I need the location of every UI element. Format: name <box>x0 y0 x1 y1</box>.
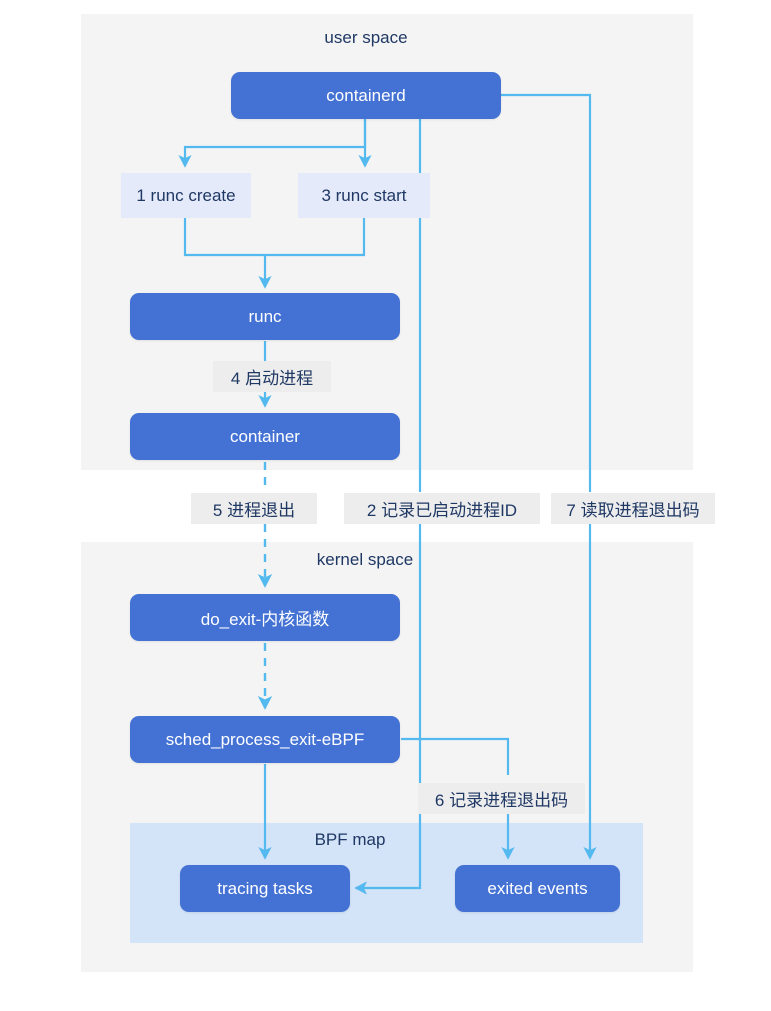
node-do-exit[interactable]: do_exit-内核函数 <box>130 594 400 641</box>
edge-label-step2: 2 记录已启动进程ID <box>344 493 540 524</box>
edge-label-step1: 1 runc create <box>121 173 251 218</box>
node-sched-process-exit[interactable]: sched_process_exit-eBPF <box>130 716 400 763</box>
user-space-title: user space <box>324 28 408 47</box>
edge-label-step3: 3 runc start <box>298 173 430 218</box>
bpf-map-title: BPF map <box>314 830 386 849</box>
edge-label-step4: 4 启动进程 <box>213 361 331 392</box>
node-exited-events[interactable]: exited events <box>455 865 620 912</box>
edge-label-step5: 5 进程退出 <box>191 493 317 524</box>
node-containerd[interactable]: containerd <box>231 72 501 119</box>
edge-label-step7: 7 读取进程退出码 <box>551 493 715 524</box>
kernel-space-title: kernel space <box>316 550 414 569</box>
node-container[interactable]: container <box>130 413 400 460</box>
node-tracing-tasks[interactable]: tracing tasks <box>180 865 350 912</box>
node-runc[interactable]: runc <box>130 293 400 340</box>
edge-label-step6: 6 记录进程退出码 <box>418 783 585 814</box>
